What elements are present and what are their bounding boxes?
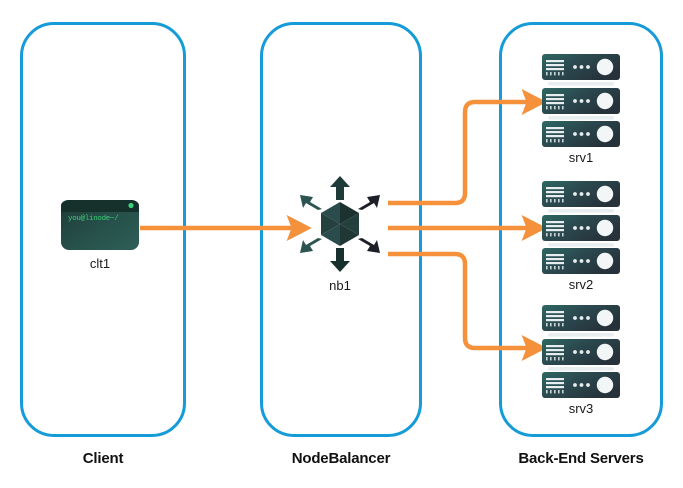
srv3-label: srv3 xyxy=(568,401,594,416)
server-rack-icon xyxy=(542,305,620,398)
srv1-label: srv1 xyxy=(568,150,594,165)
nodebalancer-hex-icon xyxy=(300,176,380,272)
terminal-prompt-text: you@linode~/ xyxy=(68,215,119,223)
srv3-node[interactable] xyxy=(538,304,624,398)
server-rack-icon xyxy=(542,54,620,147)
srv2-node[interactable] xyxy=(538,180,624,274)
srv2-label: srv2 xyxy=(568,277,594,292)
client-zone-label: Client xyxy=(82,450,124,467)
connector-nb1-to-srv3 xyxy=(388,251,547,362)
srv1-node[interactable] xyxy=(538,53,624,147)
clt1-label: clt1 xyxy=(89,256,111,271)
clt1-node[interactable]: you@linode~/ xyxy=(60,199,140,251)
backend-zone-label: Back-End Servers xyxy=(518,450,644,467)
nodebalancer-zone-label: NodeBalancer xyxy=(291,450,391,467)
server-rack-icon xyxy=(542,181,620,274)
nb1-node[interactable] xyxy=(292,176,388,272)
nb1-label: nb1 xyxy=(329,278,351,293)
terminal-icon xyxy=(61,200,139,250)
connector-nb1-to-srv1 xyxy=(388,88,547,206)
